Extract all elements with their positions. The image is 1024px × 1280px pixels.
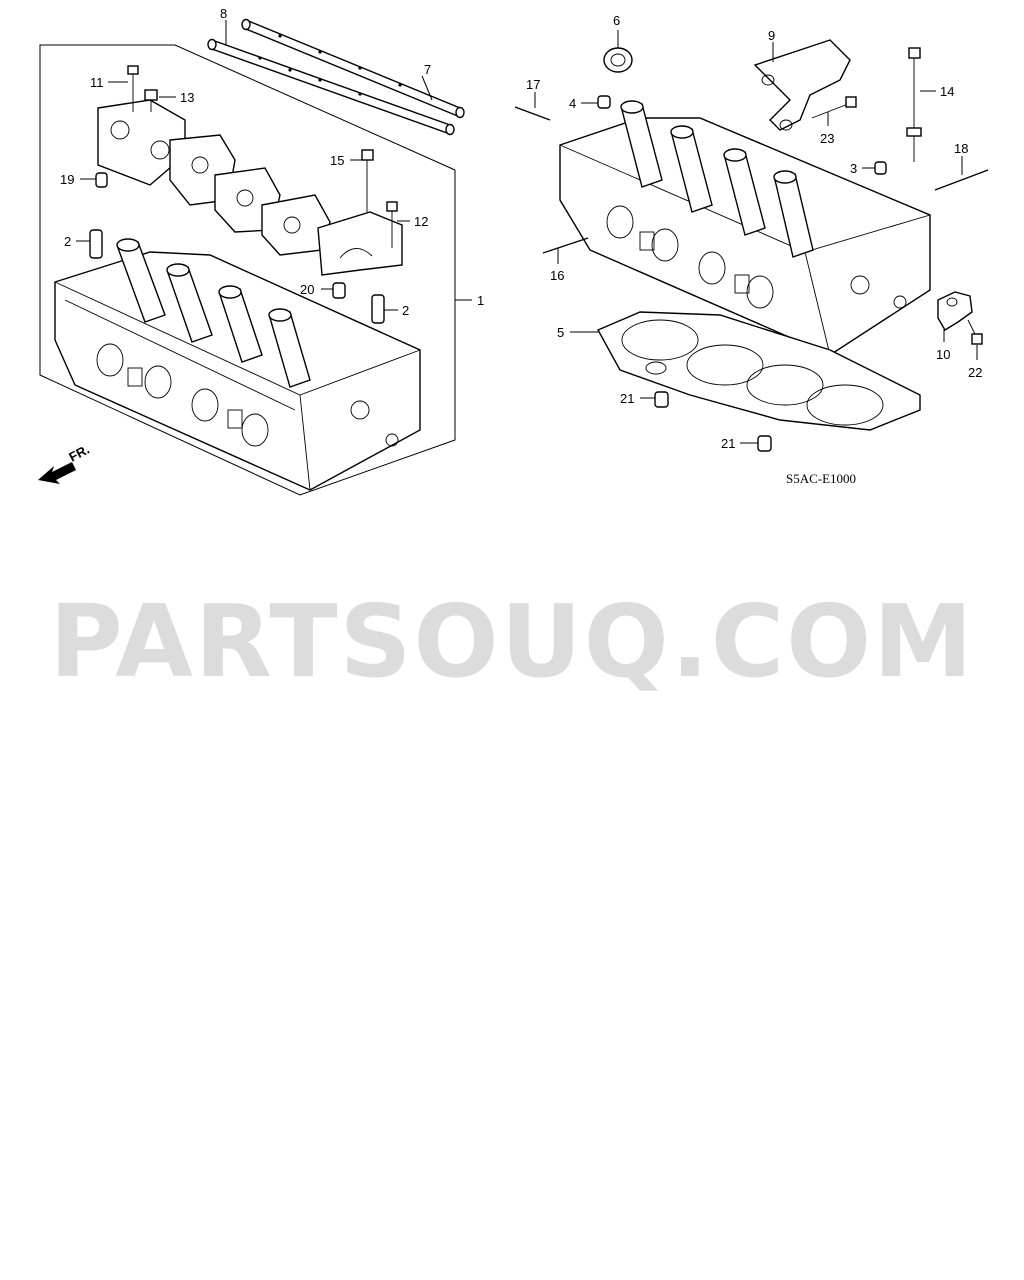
callout-15: 15 — [330, 153, 344, 168]
callout-16: 16 — [550, 268, 564, 283]
left-assembly-frame — [39, 44, 456, 496]
rocker-shaft-7 — [241, 18, 465, 119]
pipe-2-right — [371, 294, 385, 324]
front-direction-arrow — [38, 462, 76, 484]
callout-6: 6 — [613, 13, 620, 28]
callout-2-left: 2 — [64, 234, 71, 249]
bolt-11 — [127, 65, 139, 112]
dowel-pin-19 — [95, 172, 108, 188]
callout-7: 7 — [424, 62, 431, 77]
bolt-22 — [967, 319, 983, 345]
callout-1: 1 — [477, 293, 484, 308]
dowel-pin-20 — [332, 282, 346, 299]
callout-14: 14 — [940, 84, 954, 99]
callout-20: 20 — [300, 282, 314, 297]
stud-17 — [514, 106, 551, 121]
callout-2-right: 2 — [402, 303, 409, 318]
seal-6 — [603, 47, 633, 73]
camshaft-holder — [317, 211, 403, 276]
bolt-12 — [386, 201, 398, 248]
callout-3: 3 — [850, 161, 857, 176]
callout-23: 23 — [820, 131, 834, 146]
dowel-pin-21a — [654, 391, 669, 408]
callout-10: 10 — [936, 347, 950, 362]
callout-12: 12 — [414, 214, 428, 229]
cap-4 — [597, 95, 611, 109]
head-gasket-5 — [597, 311, 921, 431]
callout-5: 5 — [557, 325, 564, 340]
callout-8: 8 — [220, 6, 227, 21]
front-marker-label: FR. — [66, 442, 92, 465]
bracket-9 — [753, 39, 851, 131]
callout-19: 19 — [60, 172, 74, 187]
callout-13: 13 — [180, 90, 194, 105]
callout-22: 22 — [968, 365, 982, 380]
callout-4: 4 — [569, 96, 576, 111]
bolt-13 — [144, 89, 158, 112]
rocker-arm-assembly — [97, 99, 331, 256]
pipe-2-left — [89, 229, 103, 259]
callout-11: 11 — [90, 75, 104, 90]
callout-17: 17 — [526, 77, 540, 92]
cylinder-head-left — [54, 238, 421, 491]
diagram-code: S5AC-E1000 — [786, 471, 856, 486]
cylinder-head-right — [559, 100, 931, 356]
dowel-pin-21b — [757, 435, 772, 452]
rocker-shaft-8 — [207, 38, 455, 136]
bolt-15 — [361, 149, 374, 212]
callout-18: 18 — [954, 141, 968, 156]
watermark: PARTSOUQ.COM — [49, 583, 974, 700]
bolt-14 — [906, 47, 922, 162]
stud-18 — [934, 169, 989, 191]
callout-21-upper: 21 — [620, 391, 634, 406]
leader-lines — [76, 20, 978, 444]
callout-21-lower: 21 — [721, 436, 735, 451]
stud-16 — [542, 237, 589, 254]
sensor-10 — [937, 291, 973, 331]
callout-9: 9 — [768, 28, 775, 43]
bolt-23 — [811, 96, 857, 119]
cap-3 — [874, 161, 887, 175]
